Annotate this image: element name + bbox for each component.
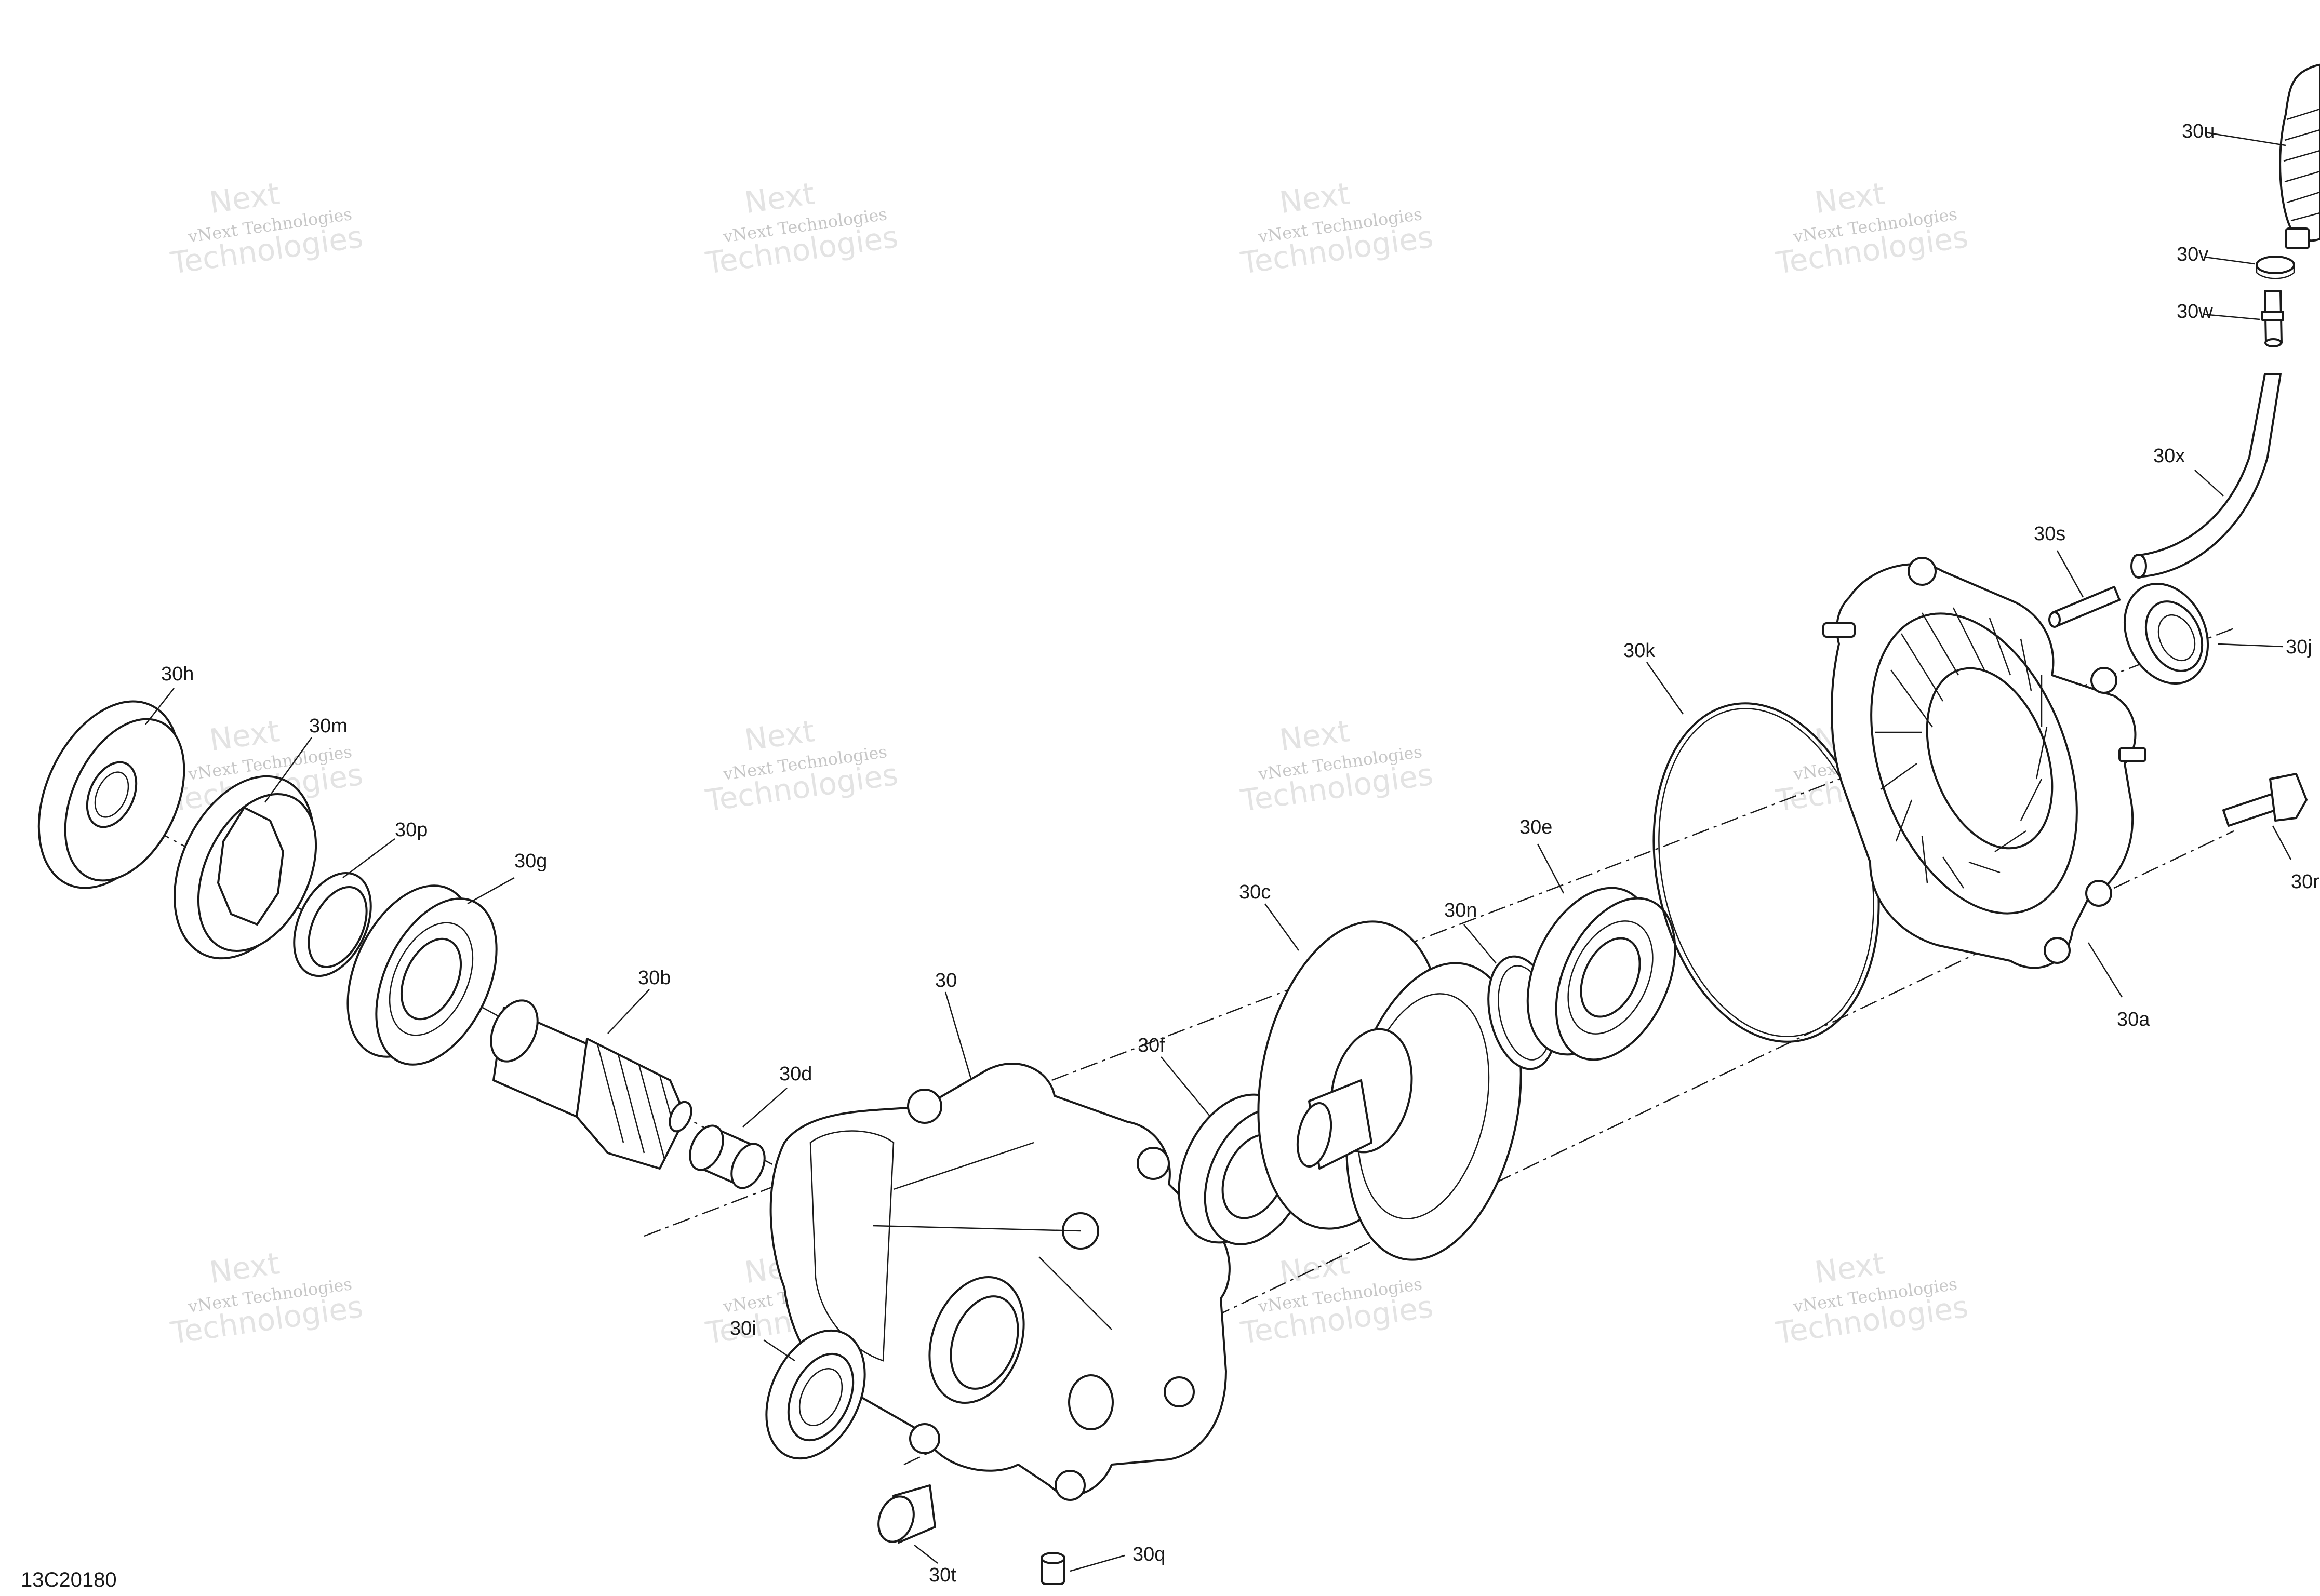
watermark-mark: Next [1812, 1245, 1887, 1290]
callout-30k: 30k [1623, 640, 1656, 662]
watermark-mark: Next [1277, 176, 1352, 220]
callout-30b: 30b [638, 967, 671, 989]
callout-30e: 30e [1519, 816, 1552, 838]
watermark-mark: Next [1277, 713, 1352, 758]
callout-30p: 30p [395, 819, 428, 841]
callout-30d: 30d [779, 1063, 812, 1085]
part-30t-plug [877, 1484, 936, 1544]
part-30g-bearing [346, 884, 498, 1066]
part-30w-fitting [2261, 290, 2284, 347]
callout-30g: 30g [514, 850, 547, 872]
part-30q-drain-plug [1041, 1552, 1065, 1585]
part-30r-bolt [2222, 773, 2308, 827]
callout-30w: 30w [2177, 301, 2213, 323]
watermark-mark: Next [742, 713, 817, 758]
callout-30q: 30q [1132, 1544, 1165, 1565]
callout-30x: 30x [2153, 445, 2185, 467]
part-30a-cover [1822, 557, 2146, 969]
part-30u-bellows [2279, 63, 2320, 249]
callout-30i: 30i [730, 1318, 756, 1339]
part-30e-bearing [1526, 887, 1676, 1061]
part-30v-clamp [2256, 256, 2295, 279]
watermark-mark: Next [207, 176, 282, 220]
watermark-mark: Next [207, 1245, 282, 1290]
callout-30f: 30f [1138, 1035, 1165, 1056]
callout-30u: 30u [2182, 120, 2215, 142]
watermark-mark: Next [1277, 1245, 1352, 1290]
watermark-mark: Next [1812, 176, 1887, 220]
watermark-mark: Next [742, 176, 817, 220]
callout-30v: 30v [2177, 244, 2208, 265]
part-30b-pinion-shaft [490, 999, 692, 1170]
diagram-reference-number: 13C20180 [21, 1568, 117, 1591]
part-30s-dowel-pin [2048, 586, 2121, 628]
callout-30h: 30h [161, 663, 194, 685]
callout-30s: 30s [2034, 523, 2065, 545]
part-30i-oil-seal [765, 1329, 866, 1460]
part-30j-oil-seal [2123, 582, 2209, 685]
callout-30c: 30c [1239, 881, 1271, 903]
callout-30: 30 [935, 970, 957, 991]
watermark-mark: Next [207, 713, 282, 758]
callout-30r: 30r [2291, 871, 2319, 893]
part-30d-needle-bearing [689, 1124, 766, 1189]
part-30p-circlip [293, 871, 372, 977]
callout-labels: 30h 30m 30p 30g 30b 30d 30 30f 30c 30n 3… [161, 120, 2319, 1586]
callout-leaders [145, 131, 2292, 1572]
part-30-gear-housing [769, 1063, 1231, 1501]
part-30m-spline-ring [174, 775, 317, 960]
part-30c-ring-gear [1257, 920, 1522, 1261]
part-30h-seal [37, 700, 185, 889]
callout-30j: 30j [2286, 636, 2312, 658]
part-30x-breather-hose [2130, 373, 2282, 579]
callout-30t: 30t [929, 1564, 956, 1586]
callout-30a: 30a [2117, 1009, 2150, 1030]
callout-30n: 30n [1444, 900, 1477, 921]
callout-30m: 30m [309, 715, 348, 737]
